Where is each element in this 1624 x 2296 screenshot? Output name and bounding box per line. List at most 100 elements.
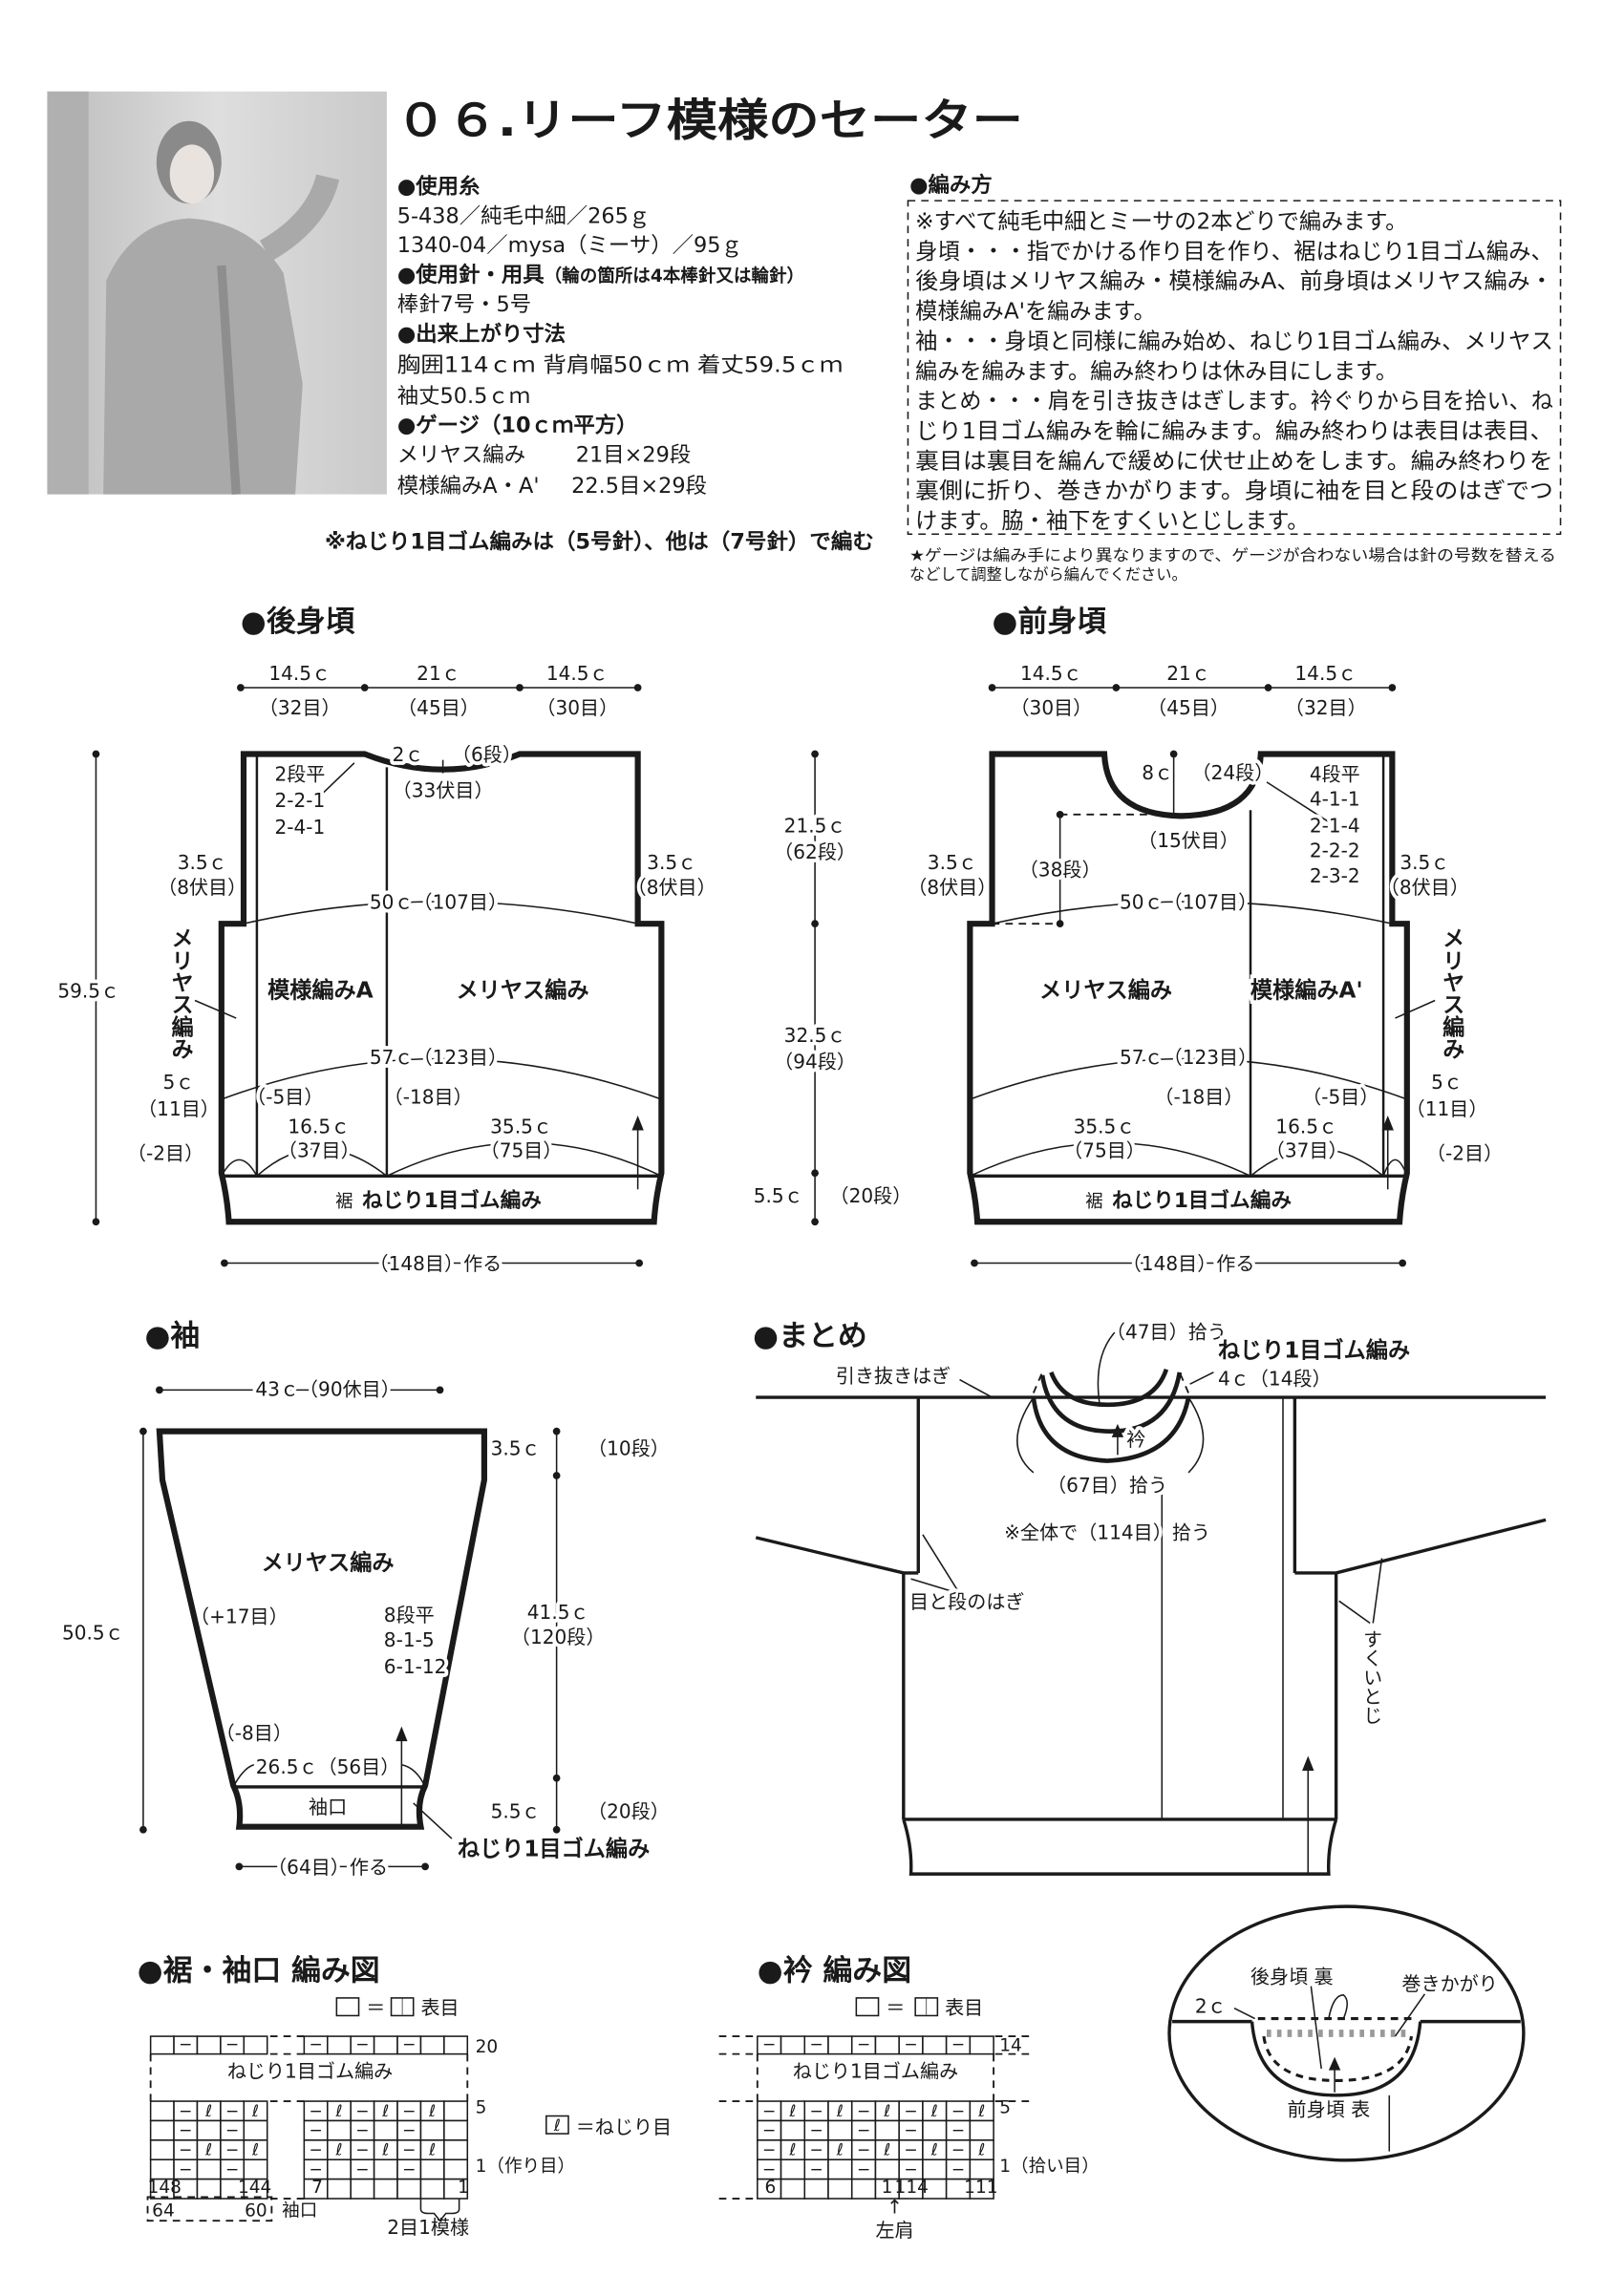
front-body-diagram: ●前身頃 14.5ｃ 21ｃ 14.5ｃ （30目） （45目） （32目） 8… xyxy=(904,605,1506,1279)
sleeve-shaping: 8-1-5 xyxy=(384,1628,435,1651)
purl-symbol: − xyxy=(225,2121,239,2140)
chart-cell xyxy=(803,2178,829,2200)
neck-shaping: 2-4-1 xyxy=(274,816,325,839)
chart-cell xyxy=(196,2119,222,2141)
purl-symbol: − xyxy=(810,2102,823,2121)
neck-bindoff: （15伏目） xyxy=(1138,829,1239,852)
dimension-label: 14.5ｃ xyxy=(1020,662,1082,685)
sleeve-length: 50.5ｃ xyxy=(62,1621,124,1644)
purl-symbol: − xyxy=(402,2141,416,2160)
purl-symbol: − xyxy=(402,2121,416,2140)
col-number: 64 xyxy=(152,2201,175,2222)
col-number: 1 xyxy=(882,2178,893,2198)
neck-shaping: 2-1-4 xyxy=(1310,814,1360,837)
left-shoulder-arrow: ↑ xyxy=(887,2195,903,2218)
chart-cell xyxy=(827,2178,853,2200)
chart-cell xyxy=(196,2158,222,2180)
decrease-label: （-2目） xyxy=(127,1141,203,1164)
total-length: 59.5ｃ xyxy=(57,979,119,1002)
legend-knit-cell xyxy=(390,1997,415,2017)
purl-symbol: − xyxy=(355,2141,369,2160)
dimension-label: （32目） xyxy=(259,696,341,719)
dimension-label: 35.5ｃ xyxy=(490,1116,552,1138)
instruction-line: 編みを編みます。編み終わりは休み目にします。 xyxy=(915,358,1398,384)
instruction-line: ※すべて純毛中細とミーサの2本どりで編みます。 xyxy=(915,208,1407,234)
chart-cell xyxy=(373,2119,398,2141)
purl-symbol: − xyxy=(355,2121,369,2140)
yarn-line: 1340-04／mysa（ミーサ）／95ｇ xyxy=(397,233,742,258)
chart-cell xyxy=(969,2035,994,2055)
pattern-a-prime-label: 模様編みA' xyxy=(1250,977,1363,1003)
armhole-label: （8伏目） xyxy=(908,876,996,899)
collar-chart: ●衿 編み図 ＝ ｜ 表目 −−−−−−ℓ−ℓ−ℓ−ℓ−ℓ−−−−−−ℓ−ℓ−ℓ… xyxy=(718,1953,1100,2242)
side-width: （11目） xyxy=(138,1097,220,1120)
purl-symbol: − xyxy=(904,2102,917,2121)
chart-cell xyxy=(327,2178,352,2200)
model-photo xyxy=(47,91,387,495)
twisted-knit-symbol: ℓ xyxy=(334,2141,342,2160)
chart-cell xyxy=(443,2035,469,2055)
sleeve-title: ●袖 xyxy=(144,1319,200,1353)
neck-depth: 8ｃ xyxy=(1142,761,1173,784)
purl-symbol: − xyxy=(309,2141,322,2160)
col-number: 144 xyxy=(238,2178,271,2198)
chart-cell xyxy=(419,2119,445,2141)
purl-symbol: − xyxy=(904,2141,917,2160)
twisted-knit-symbol: ℓ xyxy=(977,2141,985,2160)
chart-cell xyxy=(780,2035,806,2055)
purl-symbol: − xyxy=(810,2160,823,2179)
dimension-label: 35.5ｃ xyxy=(1074,1116,1136,1138)
chart-cell xyxy=(874,2158,900,2180)
purl-symbol: − xyxy=(225,2035,239,2054)
repeat-label: 2目1模様 xyxy=(387,2216,469,2239)
purl-symbol: − xyxy=(309,2160,322,2179)
chart-cell xyxy=(969,2178,994,2200)
purl-symbol: − xyxy=(762,2121,776,2140)
collar-finish-detail: 後身頃 裏 巻きかがり 2ｃ 前身頃 表 xyxy=(1167,1904,1526,2162)
dimension-label: 21ｃ xyxy=(417,662,460,685)
band-label: ねじり1目ゴム編み xyxy=(227,2059,393,2082)
rib-length: 5.5ｃ xyxy=(754,1184,803,1207)
neck-bindoff: （33伏目） xyxy=(393,778,494,801)
rib-name: ねじり1目ゴム編み xyxy=(362,1188,542,1213)
back-title: ●後身頃 xyxy=(241,605,355,639)
yoke-length: 21.5ｃ xyxy=(784,814,846,837)
whipstitch-label: 巻きかがり xyxy=(1401,1972,1497,1995)
gauge-value: 22.5目×29段 xyxy=(571,474,707,499)
twisted-knit-symbol: ℓ xyxy=(204,2102,212,2121)
purl-symbol: − xyxy=(762,2141,776,2160)
assembly-diagram: ●まとめ 引き抜きはぎ （47目）拾う xyxy=(753,1316,1547,1876)
twisted-knit-symbol: ℓ xyxy=(788,2102,796,2121)
col-number: 114 xyxy=(895,2178,929,2198)
chart-cell xyxy=(922,2158,948,2180)
purl-symbol: − xyxy=(857,2035,870,2054)
hip-width: 57ｃ（123目） xyxy=(370,1046,507,1069)
gauge-heading: ●ゲージ（10ｃｍ平方） xyxy=(397,413,638,438)
chart-cell xyxy=(780,2119,806,2141)
chart-cell xyxy=(827,2158,853,2180)
col-number: 1 xyxy=(458,2178,469,2198)
chart-cell xyxy=(149,2158,175,2180)
needles: 棒針7号・5号 xyxy=(397,292,531,317)
chart-cell xyxy=(419,2035,445,2055)
twisted-knit-symbol: ℓ xyxy=(836,2141,844,2160)
dimension-label: （45目） xyxy=(1147,696,1229,719)
purl-symbol: − xyxy=(762,2035,776,2054)
sleeve-shaping: 6-1-12 xyxy=(384,1655,447,1678)
twisted-knit-symbol: ℓ xyxy=(930,2102,938,2121)
armhole-label: 3.5ｃ xyxy=(647,851,696,874)
chart-cell xyxy=(327,2035,352,2055)
sleeve-join-label: 目と段のはぎ xyxy=(909,1590,1025,1613)
cap-length: 3.5ｃ xyxy=(491,1436,541,1459)
page-title: ０６.リーフ模様のセーター xyxy=(395,95,1023,146)
chart-cell xyxy=(780,2178,806,2200)
purl-symbol: − xyxy=(179,2102,192,2121)
purl-symbol: − xyxy=(951,2035,965,2054)
chart-cell xyxy=(149,2035,175,2055)
dimension-label: （32目） xyxy=(1285,696,1367,719)
legend-knit-label: 表目 xyxy=(420,1996,459,2019)
cuff-label: 袖口 xyxy=(309,1796,347,1818)
twisted-knit-symbol: ℓ xyxy=(428,2141,436,2160)
purl-symbol: − xyxy=(951,2160,965,2179)
chart-cell xyxy=(969,2158,994,2180)
